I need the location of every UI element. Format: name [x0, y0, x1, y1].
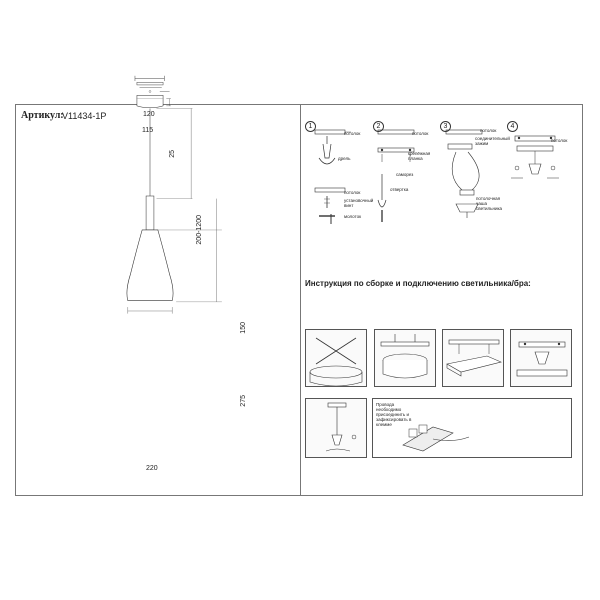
wire-connection-note: Провода необходимо присоединить и зафикс… [376, 402, 412, 427]
step-1-number: 1 [305, 121, 316, 132]
step-3-label-canopy: потолочная чаша светильника [476, 196, 503, 211]
step-2-number: 2 [373, 121, 384, 132]
article-label: Артикул: [21, 110, 64, 121]
step-2-label-ceiling: потолок [412, 131, 429, 136]
step-2-bracket-diagram [377, 129, 415, 222]
step-1-label-drill: дрель [338, 156, 351, 161]
holder-height-dim: 150 [240, 322, 247, 334]
assembly-panel-wiring [372, 398, 572, 458]
step-2-label-screwdriver: отвертка [390, 187, 409, 192]
canopy-inner-dim: 115 [142, 127, 154, 134]
cable-length-dim: 200-1200 [196, 215, 203, 245]
step-2-label-self-tapper: саморез [396, 172, 414, 177]
step-3-wiring-diagram [445, 129, 483, 218]
step-1-label-screw: установочный винт [344, 198, 374, 208]
assembly-panel-3 [442, 329, 504, 387]
canopy-height-dim: 25 [169, 150, 176, 158]
step-2-label-bracket: крепёжная планка [408, 151, 431, 161]
step-3-number: 3 [440, 121, 451, 132]
instructions-title: Инструкция по сборке и подключению свети… [305, 279, 531, 288]
step-3-label-connector: соединительный зажим [475, 136, 510, 146]
drawing-sheet-border [15, 104, 583, 496]
assembly-panel-5 [305, 398, 367, 458]
sheet-divider [300, 104, 301, 496]
assembly-panel-4 [510, 329, 572, 387]
step-1-label-ceiling: потолок [344, 131, 361, 136]
step-4-number: 4 [507, 121, 518, 132]
step-4-label-ceiling: потолок [551, 138, 568, 143]
step-1-drill-diagram [314, 129, 351, 224]
lamp-dimension-drawing [126, 75, 222, 314]
assembly-panel-2 [374, 329, 436, 387]
article-value: V11434-1P [62, 111, 107, 121]
canopy-width-dim: 120 [143, 111, 155, 118]
shade-width-dim: 220 [146, 465, 158, 472]
shade-height-dim: 275 [240, 395, 247, 407]
assembly-panel-1 [305, 329, 367, 387]
step-1-label-hammer: молоток [344, 214, 362, 219]
step-1-label-ceiling-2: потолок [344, 190, 361, 195]
step-3-label-ceiling: потолок [480, 128, 497, 133]
step-4-canopy-mount-diagram [511, 135, 559, 179]
